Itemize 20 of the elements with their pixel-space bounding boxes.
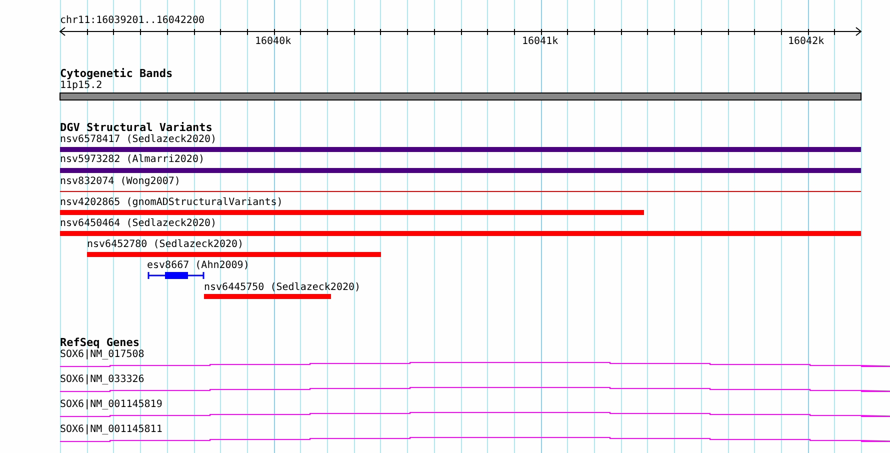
tick-label: 16041k bbox=[522, 36, 558, 48]
variant-label: nsv6452780 (Sedlazeck2020) bbox=[87, 239, 244, 251]
track-title: DGV Structural Variants bbox=[60, 122, 212, 134]
variant-label: nsv6578417 (Sedlazeck2020) bbox=[60, 134, 217, 146]
gene-label: SOX6|NM_001145819 bbox=[60, 399, 162, 411]
track-title: RefSeq Genes bbox=[60, 337, 140, 349]
tick-label: 16042k bbox=[788, 36, 824, 48]
variant-label: esv8667 (Ahn2009) bbox=[147, 260, 250, 272]
track-title: Cytogenetic Bands bbox=[60, 68, 173, 80]
variant-label: nsv5973282 (Almarri2020) bbox=[60, 154, 204, 166]
gene-label: SOX6|NM_017508 bbox=[60, 349, 144, 361]
variant-label: nsv4202865 (gnomADStructuralVariants) bbox=[60, 197, 283, 209]
tick-label: 16040k bbox=[255, 36, 292, 48]
gene-label: SOX6|NM_033326 bbox=[60, 374, 144, 386]
variant-label: nsv6450464 (Sedlazeck2020) bbox=[60, 218, 217, 230]
variant-label: nsv6445750 (Sedlazeck2020) bbox=[204, 282, 361, 294]
variant-label: nsv832074 (Wong2007) bbox=[60, 176, 180, 188]
coord-label: chr11:16039201..16042200 bbox=[60, 15, 204, 27]
band-label: 11p15.2 bbox=[60, 80, 102, 92]
gene-label: SOX6|NM_001145811 bbox=[60, 424, 162, 436]
